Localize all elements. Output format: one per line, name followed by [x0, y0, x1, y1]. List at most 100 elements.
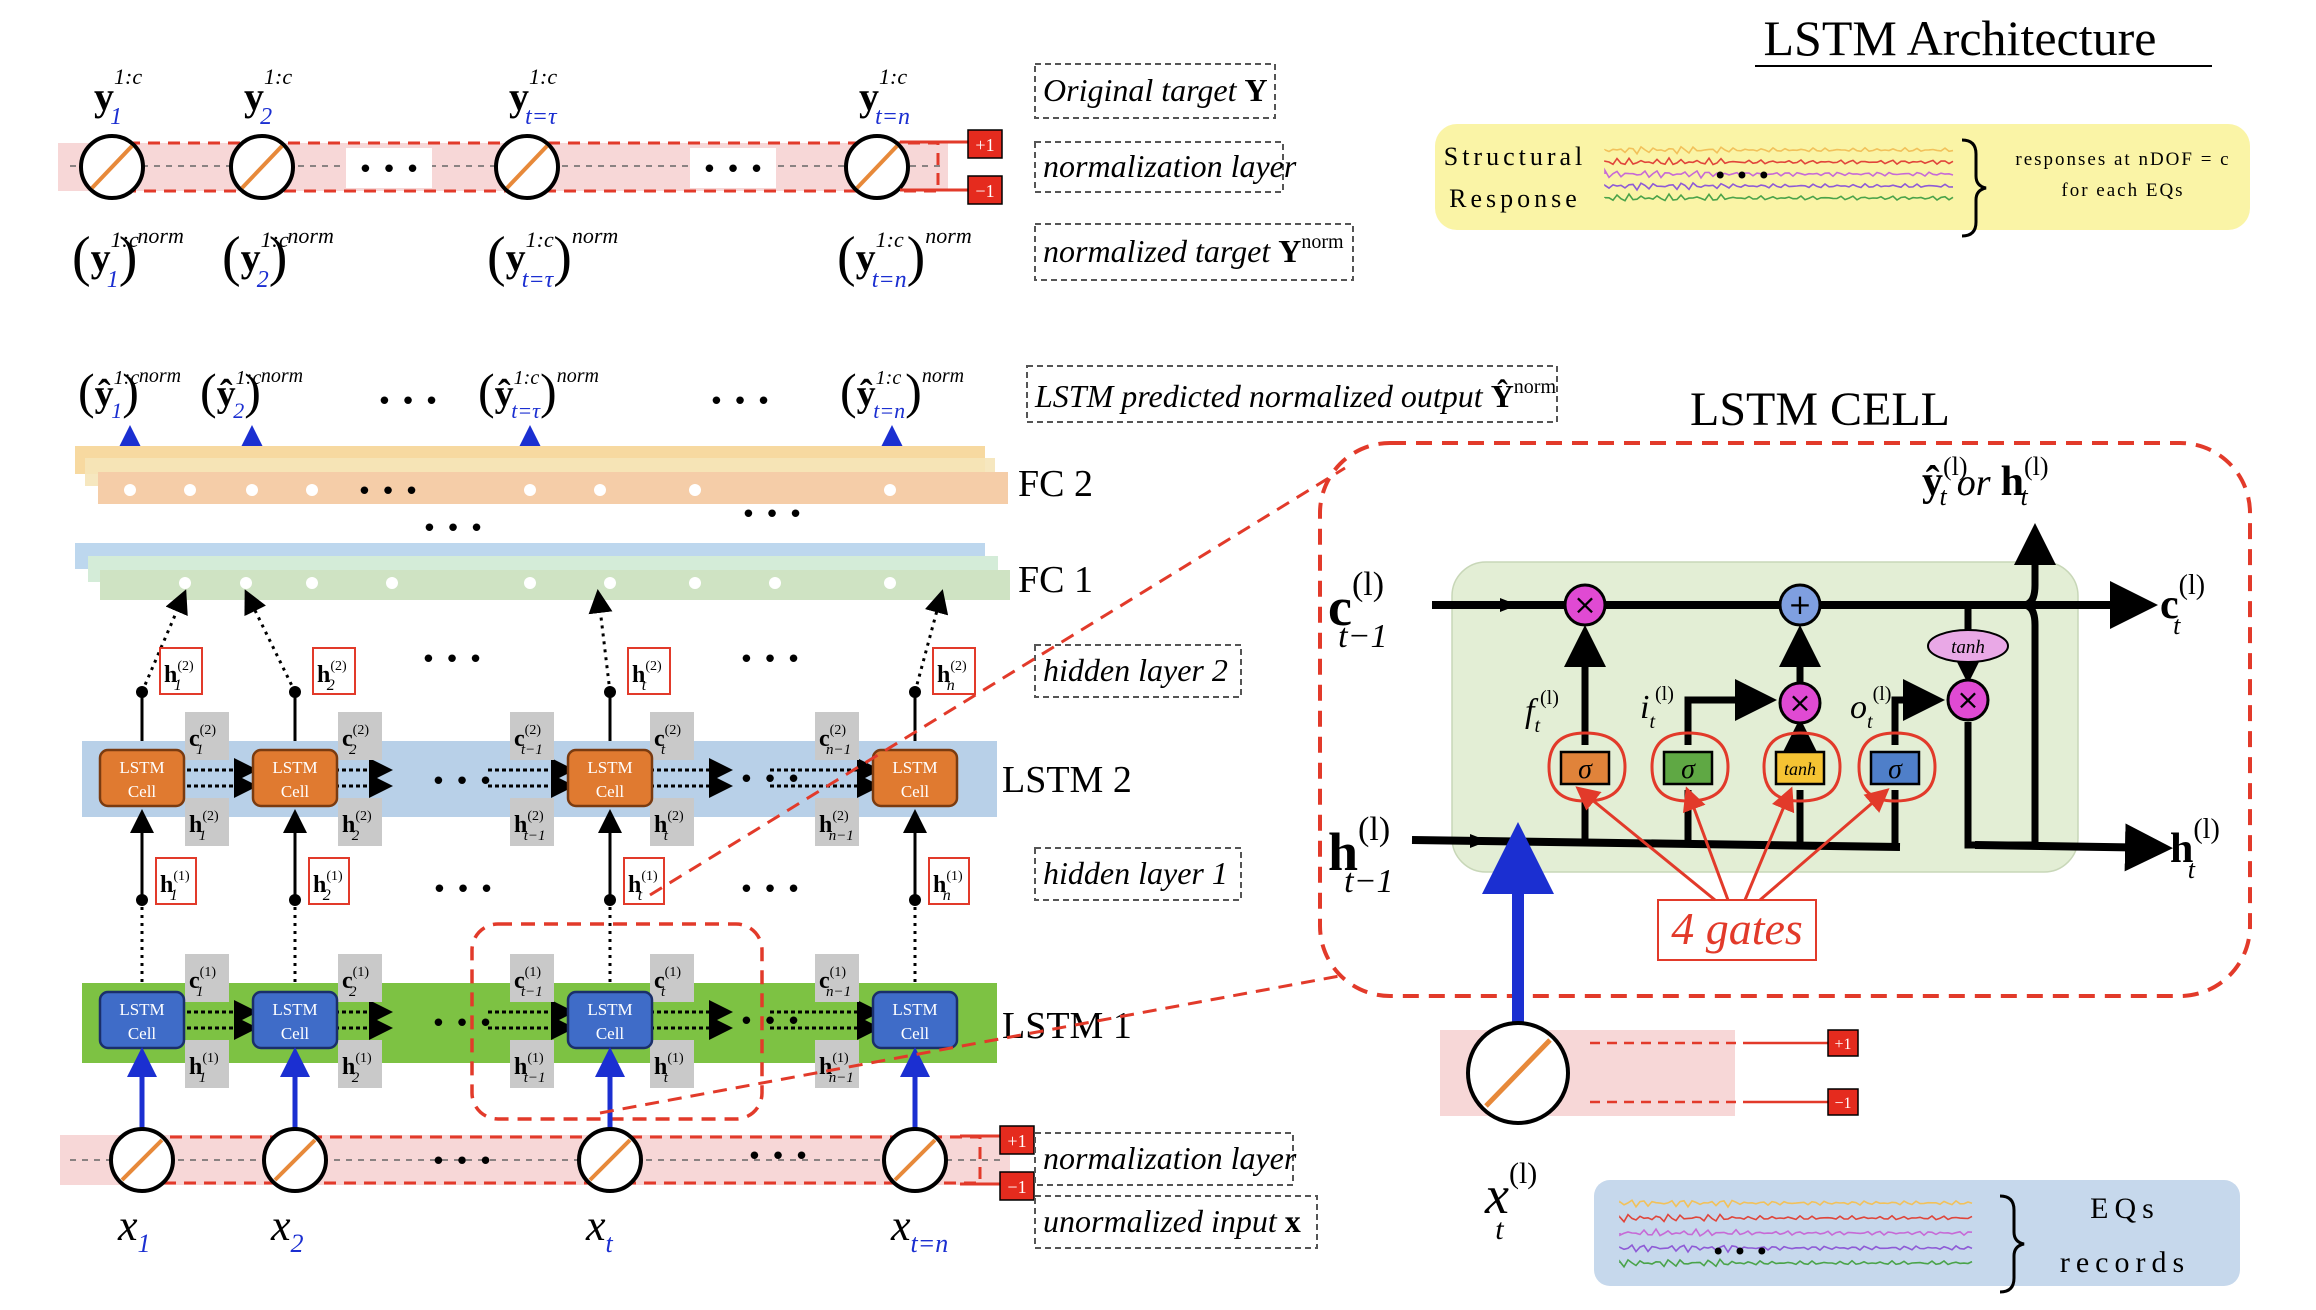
gate-block: [1559, 750, 1611, 786]
signal-wave: [1604, 145, 1954, 156]
top-ellipsis-1: • • •: [358, 155, 421, 185]
c-tag: [338, 712, 382, 760]
input-clip-minus: [999, 1171, 1035, 1201]
structural-label-2: Response: [1449, 184, 1581, 213]
h-tag-label: h(1)t: [654, 1051, 684, 1086]
gate-block: [1869, 750, 1921, 786]
hidden-out-label: h(l)t: [2170, 814, 2220, 884]
lstm-cell-label-2: Cell: [281, 1024, 310, 1043]
signal-wave: [1604, 192, 1954, 202]
fc1-neuron: [689, 577, 701, 589]
c-tag: [185, 954, 229, 1002]
structural-label-1: Structural: [1444, 142, 1587, 171]
lstm-cell-block: [871, 748, 959, 808]
forget-multiply-node: [1563, 583, 1607, 627]
gate-block: [1662, 750, 1714, 786]
row-ellipsis: • • •: [739, 1007, 802, 1037]
fc1-neuron: [240, 577, 252, 589]
h1-tag: [623, 857, 665, 905]
h1-tag: [155, 857, 197, 905]
tanh-activation: [1927, 629, 2009, 663]
gate-symbol: tanh: [1784, 759, 1816, 779]
h1-tag: [308, 857, 350, 905]
lstm-cell-label-1: LSTM: [892, 1000, 937, 1019]
lstm-cell-label-2: Cell: [596, 1024, 625, 1043]
fc1-neuron: [769, 577, 781, 589]
signal-wave: [1604, 167, 1954, 180]
lstm-cell-label-2: Cell: [128, 782, 157, 801]
tanh-activation-label: tanh: [1951, 637, 1985, 658]
fc2-neuron: [306, 484, 318, 496]
lstm-cell-block: [566, 748, 654, 808]
gate-i-label: it(l): [1640, 683, 1674, 733]
fc2-neuron: [594, 484, 606, 496]
fc1-neuron: [524, 577, 536, 589]
h2-ellipsis-2: • • •: [739, 645, 802, 675]
fc-between-ellipsis-1: • • •: [422, 514, 485, 544]
lstm-cell-label-2: Cell: [901, 782, 930, 801]
h2-link: [244, 589, 297, 693]
lstm-cell-block: [98, 748, 186, 808]
signal-wave: [1619, 1199, 1973, 1209]
hidden-in-label: h(l)t−1: [1328, 811, 1394, 900]
fc1-neuron: [604, 577, 616, 589]
signal-wave: [1619, 1243, 1973, 1254]
fc1-neuron: [884, 577, 896, 589]
focus-cell-highlight: [470, 922, 764, 1121]
cell-state-out-label: c(l)t: [2160, 570, 2205, 640]
target-norm-slash: [90, 144, 134, 190]
lstm1-label: LSTM 1: [1002, 1005, 1132, 1047]
add-symbol: +: [1788, 588, 1811, 621]
target-norm-slash: [505, 144, 549, 190]
pred-ellipsis-2: • • •: [709, 387, 772, 417]
h-tag: [815, 1040, 859, 1088]
h1-tag-label: h(1)n: [933, 869, 963, 904]
input-label: xt: [585, 1201, 614, 1258]
pred-ellipsis-1: • • •: [377, 387, 440, 417]
gate-highlight: [1547, 731, 1627, 803]
c-tag-label: c(2)1: [189, 723, 216, 758]
c-tag: [815, 954, 859, 1002]
original-target-label: Original target Y: [1043, 72, 1268, 108]
h1-ellipsis-2: • • •: [739, 875, 802, 905]
fc2-neuron: [884, 484, 896, 496]
input-clip-plus-label: +1: [1007, 1131, 1026, 1151]
c-tag-label: c(1)1: [189, 965, 216, 1000]
c-tag-label: c(2)2: [342, 723, 369, 758]
eq-records-box: • • • EQs records: [1594, 1180, 2240, 1294]
c-tag: [510, 954, 554, 1002]
h-tag-label: h(1)1: [189, 1051, 219, 1086]
h-tag: [338, 798, 382, 846]
h-tag: [650, 1040, 694, 1088]
gate-symbol: σ: [1578, 754, 1593, 785]
input-norm-slash: [120, 1138, 164, 1182]
input-ellipsis-1: • • •: [431, 1147, 494, 1177]
hidden-layer-1-label: hidden layer 1: [1043, 855, 1228, 891]
unnormalized-input-label: unormalized input x: [1043, 1203, 1301, 1239]
c-tag: [185, 712, 229, 760]
target-norm-slash: [855, 144, 899, 190]
c-tag-label: c(2)t−1: [514, 723, 543, 758]
h-tag: [510, 1040, 554, 1088]
top-clip-plus: [967, 129, 1003, 159]
h2-ellipsis-1: • • •: [421, 645, 484, 675]
gate-symbol: σ: [1681, 754, 1696, 785]
forget-multiply-symbol: ×: [1573, 588, 1596, 621]
c-tag: [510, 712, 554, 760]
h-tag: [650, 798, 694, 846]
target-norm-slash: [240, 144, 284, 190]
h2-link: [913, 589, 949, 693]
lstm-cell-label-2: Cell: [128, 1024, 157, 1043]
h-tag: [185, 798, 229, 846]
fc1-label: FC 1: [1018, 559, 1093, 601]
h2-tag: [627, 647, 671, 695]
